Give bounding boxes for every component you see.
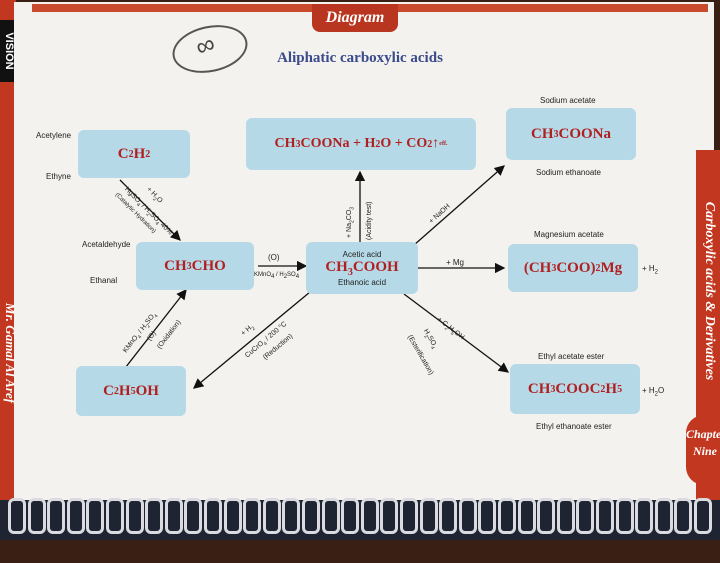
sodium-acetate-name: Sodium acetate	[540, 96, 596, 105]
spiral-ring	[380, 498, 399, 534]
spiral-ring	[86, 498, 105, 534]
spiral-ring	[262, 498, 281, 534]
spiral-ring	[282, 498, 301, 534]
spiral-ring	[498, 498, 516, 534]
ethanal-name: Ethanal	[90, 276, 118, 285]
chapter-label: Chapter	[686, 427, 720, 441]
spiral-ring	[145, 498, 164, 534]
spiral-ring	[106, 498, 124, 534]
spiral-ring	[66, 498, 85, 534]
sodium-ethanoate-name: Sodium ethanoate	[536, 168, 601, 177]
acetic-acid-name: Acetic acid	[342, 249, 382, 259]
spiral-ring	[674, 498, 693, 534]
acidity-label-1: + Na2CO3	[346, 206, 356, 238]
aldehyde-oxidation-top: (O)	[268, 253, 280, 262]
spiral-ring	[419, 498, 438, 534]
spiral-ring	[596, 498, 614, 534]
spiral-ring	[694, 498, 712, 534]
spiral-ring	[27, 498, 46, 534]
vision-logo	[0, 20, 18, 82]
arrow-alcohol-oxidation	[121, 288, 187, 373]
spiral-ring	[556, 498, 575, 534]
spiral-ring	[615, 498, 634, 534]
spiral-ring	[439, 498, 458, 534]
hydrogen-byproduct: + H2	[642, 264, 659, 276]
reaction-arrows	[119, 165, 510, 389]
magnesium-acetate-name: Magnesium acetate	[534, 230, 604, 239]
diagram-title: Aliphatic carboxylic acids	[277, 50, 443, 66]
spiral-ring	[400, 498, 418, 534]
spiral-ring	[360, 498, 379, 534]
arrow-esterification	[403, 293, 510, 373]
ethyne-name: Ethyne	[46, 172, 71, 181]
spiral-ring	[164, 498, 183, 534]
arrow-naoh	[413, 165, 505, 246]
spiral-ring	[302, 498, 320, 534]
spiral-ring	[184, 498, 203, 534]
mg-label: + Mg	[446, 258, 465, 267]
left-side-strip	[0, 0, 16, 540]
spiral-ring	[321, 498, 340, 534]
diagram-header-tab: Diagram	[312, 4, 398, 32]
spiral-ring	[576, 498, 595, 534]
spiral-ring	[204, 498, 222, 534]
acidity-label-2: (Acidity test)	[366, 201, 373, 240]
ethyl-acetate-name: Ethyl acetate ester	[538, 352, 605, 361]
acetaldehyde-name: Acetaldehyde	[82, 240, 131, 249]
spiral-ring	[47, 498, 66, 534]
spiral-ring	[223, 498, 242, 534]
spiral-ring	[458, 498, 477, 534]
ethyl-ethanoate-name: Ethyl ethanoate ester	[536, 422, 612, 431]
chapter-badge: Chapter Nine	[686, 415, 720, 485]
spiral-ring	[478, 498, 497, 534]
node-acetic-acid: Acetic acid CH3COOH Ethanoic acid	[306, 242, 418, 294]
aldehyde-oxidation-bottom: KMnO4 / H2SO4	[254, 272, 300, 281]
acetylene-name: Acetylene	[36, 131, 72, 140]
water-byproduct: + H2O	[642, 386, 665, 398]
spiral-ring	[517, 498, 536, 534]
arrow-hydration	[119, 179, 181, 241]
arrow-reduction	[192, 291, 311, 389]
spiral-ring	[537, 498, 556, 534]
spiral-ring	[341, 498, 360, 534]
spiral-ring	[654, 498, 673, 534]
chapter-number: Nine	[693, 444, 717, 458]
spiral-ring	[635, 498, 654, 534]
ethanoic-acid-name: Ethanoic acid	[337, 277, 387, 287]
spiral-ring	[243, 498, 262, 534]
spiral-ring	[8, 498, 26, 534]
spiral-ring	[125, 498, 144, 534]
